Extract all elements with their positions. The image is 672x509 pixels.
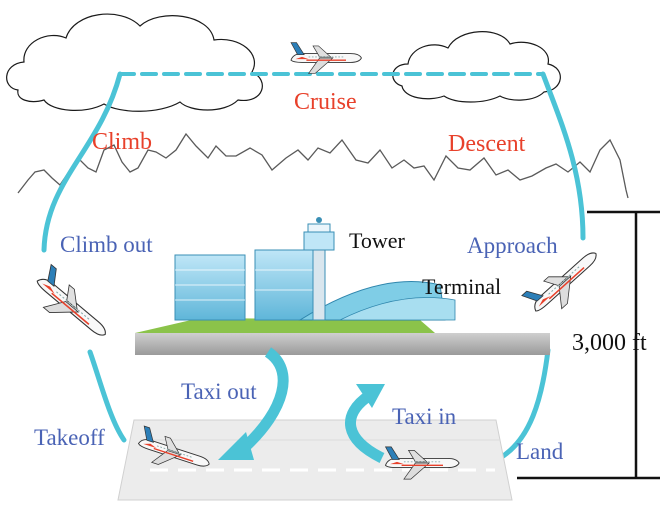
control-tower-icon — [303, 217, 335, 321]
airplane-cruise-icon — [290, 41, 363, 75]
cruise-label: Cruise — [294, 89, 357, 115]
climb-label: Climb — [92, 129, 153, 155]
land-label: Land — [516, 439, 564, 464]
takeoff-label: Takeoff — [34, 425, 105, 450]
cloud-right-icon — [392, 31, 561, 103]
taxi-in-arrow-icon — [345, 384, 385, 463]
flight-path — [41, 71, 586, 463]
airport-terminal-icon — [135, 249, 550, 355]
altitude-scale — [517, 210, 660, 480]
mountain-line — [17, 132, 629, 199]
runway — [117, 419, 513, 501]
terminal-label: Terminal — [422, 274, 502, 299]
climb-out-label: Climb out — [60, 232, 153, 257]
descent-label: Descent — [448, 131, 526, 157]
tower-label: Tower — [349, 228, 405, 253]
taxi-out-label: Taxi out — [181, 379, 257, 404]
approach-label: Approach — [467, 233, 558, 258]
taxi-in-label: Taxi in — [392, 404, 457, 429]
cloud-left-icon — [6, 13, 263, 112]
altitude-label: 3,000 ft — [572, 330, 647, 356]
taxi-out-arrow-icon — [218, 347, 289, 460]
airplane-climbout-icon — [26, 263, 119, 350]
